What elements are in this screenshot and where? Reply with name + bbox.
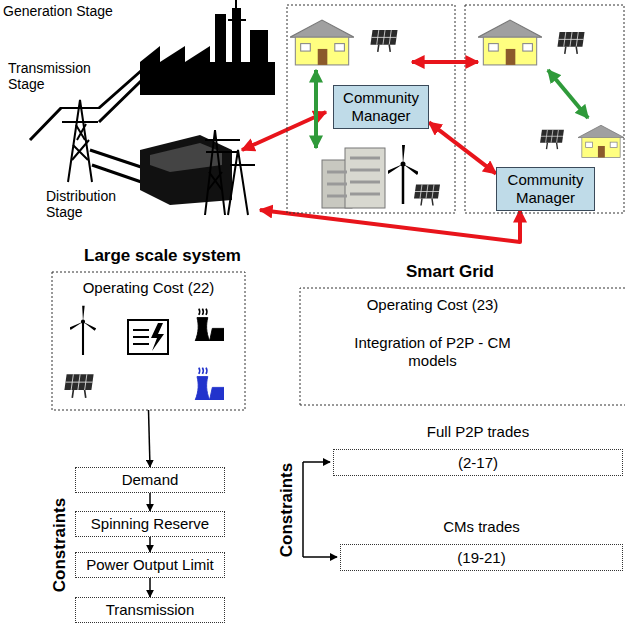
constraint-bracket [303, 462, 337, 557]
box-text: Community Manager [501, 171, 590, 207]
stage-label: Generation Stage [3, 3, 133, 19]
power-plant [250, 30, 268, 62]
community-assets [540, 130, 564, 149]
generation-icons [195, 309, 224, 341]
trade-box: CMs trades(19-21) [340, 544, 623, 571]
community-arrow [548, 70, 588, 118]
box-heading: CMs trades [341, 518, 622, 536]
distribution-substation [228, 150, 248, 215]
section-heading: Large scale system [84, 246, 274, 266]
generation-icons [195, 368, 224, 400]
community-frame [465, 5, 624, 213]
hydro-icon [128, 320, 168, 354]
box-text: (2-17) [458, 454, 498, 472]
constraint-box: Spinning Reserve [75, 511, 225, 537]
distribution-substation [140, 135, 232, 205]
community-assets [290, 20, 354, 65]
flow-arrow [149, 578, 151, 597]
trade-arrow [260, 210, 520, 242]
trade-arrow [412, 60, 478, 64]
community-assets [290, 20, 624, 208]
constraint-box: Power Output Limit [75, 552, 225, 578]
power-lines [30, 70, 150, 185]
power-plant [215, 14, 226, 62]
box-text: Transmission [106, 601, 195, 619]
community-assets [578, 125, 624, 157]
hydro-icon [151, 323, 164, 351]
box-text: (19-21) [457, 549, 505, 567]
manager-box: Community Manager [496, 167, 595, 211]
stage-label: Transmission Stage [8, 60, 103, 92]
power-plant [140, 0, 275, 95]
manager-box: Community Manager [333, 85, 429, 129]
trade-box: Full P2P trades(2-17) [333, 449, 623, 476]
community-arrow [314, 70, 318, 148]
flow-arrow [149, 493, 151, 511]
flow-arrow [149, 537, 151, 552]
box-text: Demand [122, 471, 179, 489]
constraint-bracket [303, 556, 337, 558]
box-text: Operating Cost (22) [83, 279, 215, 297]
power-lines [30, 70, 150, 185]
generation-icons [70, 306, 97, 355]
box-heading: Full P2P trades [334, 423, 622, 441]
box-text: Integration of P2P - CM models [345, 334, 520, 370]
power-plant [140, 46, 210, 62]
constraint-box: Demand [75, 467, 225, 493]
distribution-substation [140, 130, 255, 215]
distribution-substation [205, 130, 255, 215]
generation-icons [64, 374, 93, 398]
smart-grid-frame [300, 288, 625, 405]
flow-arrow [149, 410, 151, 467]
community-assets [387, 145, 419, 204]
constraint-box: Transmission [75, 597, 225, 623]
constraints-label: Constraints [50, 498, 70, 592]
constraint-bracket [302, 462, 304, 557]
box-text: Power Output Limit [86, 556, 214, 574]
distribution-substation [230, 164, 255, 166]
power-plant [228, 0, 246, 20]
trade-arrow [429, 122, 496, 173]
constraint-bracket [303, 461, 330, 463]
smart-grid-frame [300, 405, 625, 406]
generation-icons [64, 306, 224, 400]
trade-arrow [242, 112, 326, 150]
hydro-icon [133, 330, 149, 344]
community-assets [414, 185, 440, 206]
office-building [327, 158, 380, 196]
hydro-icon [128, 320, 168, 354]
community-assets [557, 32, 584, 54]
box-text: Operating Cost (23) [367, 296, 499, 314]
section-heading: Smart Grid [406, 262, 546, 282]
box-text: Spinning Reserve [91, 515, 209, 533]
power-plant [140, 62, 275, 95]
community-frame [287, 5, 455, 213]
cost-box: Operating Cost (22) [52, 272, 245, 410]
box-text: Community Manager [338, 89, 424, 125]
smart-grid-frame [300, 288, 625, 405]
stage-label: Distribution Stage [46, 188, 136, 220]
office-building [322, 148, 385, 208]
constraints-label: Constraints [277, 463, 297, 557]
community-assets [370, 30, 397, 52]
power-plant [232, 8, 241, 62]
cost-box: Operating Cost (23) Integration of P2P - … [300, 288, 625, 405]
system-frame [52, 272, 245, 410]
community-assets [478, 20, 542, 65]
transmission-tower [60, 100, 100, 182]
